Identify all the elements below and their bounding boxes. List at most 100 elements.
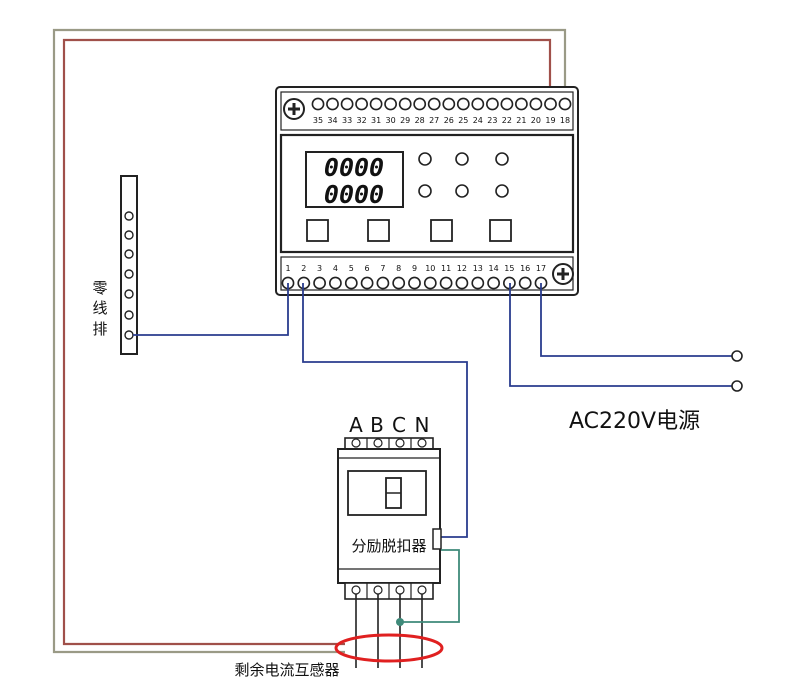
indicator-led [455, 152, 469, 166]
terminal-screw [313, 276, 326, 290]
terminal-screw [471, 97, 485, 111]
terminal-screw [355, 97, 368, 111]
terminal-number: 25 [458, 116, 468, 125]
terminal-screw [427, 97, 441, 111]
terminal-number: 15 [504, 264, 514, 273]
device-button[interactable] [489, 219, 512, 242]
terminal-number: 8 [396, 264, 401, 273]
device-button[interactable] [430, 219, 453, 242]
wire-terminal-17-power [540, 283, 733, 357]
terminal-number: 5 [349, 264, 354, 273]
phase-label-n: N [415, 413, 430, 437]
terminal-number: 23 [487, 116, 497, 125]
terminal-screw [455, 276, 469, 290]
terminal-number: 14 [489, 264, 499, 273]
terminal-number: 10 [425, 264, 435, 273]
terminal-number: 16 [520, 264, 530, 273]
terminal-screw [340, 97, 354, 111]
lcd-display: 0000 0000 [305, 151, 404, 209]
terminal-screw [456, 97, 470, 111]
residual-ct-label: 剩余电流互感器 [234, 661, 339, 679]
wire-terminal-19-to-ct [62, 38, 552, 646]
junction-dot [396, 618, 404, 626]
terminal-number: 33 [342, 116, 352, 125]
wire-terminal-1-to-neutral-bar [133, 283, 289, 336]
terminal-number: 31 [371, 116, 381, 125]
shunt-trip-label: 分励脱扣器 [351, 537, 426, 555]
terminal-number: 24 [473, 116, 483, 125]
bottom-screw-icon [552, 263, 574, 285]
terminal-screw [328, 276, 342, 290]
terminal-number: 2 [301, 264, 306, 273]
terminal-number: 20 [531, 116, 541, 125]
neutral-bar-label-3: 排 [92, 320, 107, 338]
terminal-screw [518, 276, 532, 290]
terminal-number: 22 [502, 116, 512, 125]
circuit-breaker [337, 437, 441, 668]
terminal-number: 1 [285, 264, 290, 273]
power-terminal-n [731, 380, 743, 392]
neutral-bar-label-1: 零 [92, 279, 107, 297]
terminal-number: 9 [412, 264, 417, 273]
terminal-number: 34 [327, 116, 337, 125]
terminal-screw [500, 97, 514, 111]
terminal-screw [423, 276, 437, 290]
terminal-number: 7 [380, 264, 385, 273]
wire-terminal-2-to-shunt-trip [302, 283, 468, 538]
indicator-led [455, 184, 469, 198]
terminal-number: 18 [560, 116, 570, 125]
terminal-number: 35 [313, 116, 323, 125]
terminal-screw [558, 97, 572, 111]
device-button[interactable] [367, 219, 390, 242]
terminal-number: 19 [545, 116, 555, 125]
indicator-led [495, 152, 509, 166]
terminal-number: 27 [429, 116, 439, 125]
terminal-number: 3 [317, 264, 322, 273]
terminal-screw [398, 97, 412, 111]
terminal-screw [344, 276, 358, 290]
terminal-screw [408, 276, 421, 290]
wire-terminal-15-power [509, 283, 733, 387]
terminal-screw [485, 97, 499, 111]
terminal-number: 13 [473, 264, 483, 273]
indicator-led [418, 184, 432, 198]
terminal-screw [471, 276, 485, 290]
terminal-number: 11 [441, 264, 451, 273]
terminal-number: 26 [444, 116, 454, 125]
phase-label-c: C [392, 413, 406, 437]
display-row-2: 0000 [324, 180, 384, 209]
terminal-screw [413, 97, 427, 111]
terminal-number: 17 [536, 264, 546, 273]
terminal-number: 28 [415, 116, 425, 125]
terminal-screw [360, 276, 374, 290]
power-source-label: AC220V电源 [569, 409, 700, 434]
device-button[interactable] [306, 219, 329, 242]
indicator-led [495, 184, 509, 198]
terminal-screw [376, 276, 390, 290]
terminal-number: 12 [457, 264, 467, 273]
indicator-led [418, 152, 432, 166]
terminal-screw [392, 276, 406, 290]
terminal-screw [311, 97, 325, 111]
neutral-bar-label-2: 线 [92, 299, 107, 317]
terminal-number: 4 [333, 264, 338, 273]
shunt-trip-connector [432, 528, 442, 550]
neutral-bar [120, 175, 138, 355]
terminal-screw [369, 97, 383, 111]
top-screw-icon [283, 98, 305, 120]
terminal-number: 32 [357, 116, 367, 125]
residual-current-transformer [334, 633, 444, 663]
terminal-screw [442, 97, 456, 111]
phase-label-b: B [370, 413, 384, 437]
terminal-screw [544, 97, 557, 111]
wire-shunt-trip-to-n [400, 549, 460, 623]
terminal-number: 30 [386, 116, 396, 125]
terminal-screw [515, 97, 528, 111]
power-terminal-l [731, 350, 743, 362]
display-row-1: 0000 [324, 153, 384, 182]
terminal-screw [326, 97, 339, 111]
